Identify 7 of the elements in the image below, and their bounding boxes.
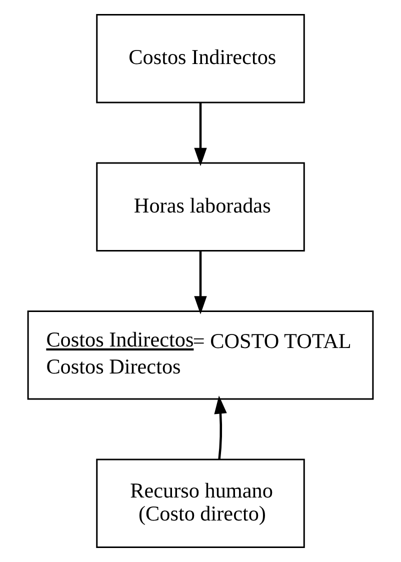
node-box: Recurso humano (Costo directo) [96,458,305,548]
arrow [194,102,207,166]
node-box: Horas laboradas [96,162,305,252]
arrow [194,250,207,314]
node-box: Costos Indirectos [96,14,305,104]
node-box: Costos Indirectos= COSTO TOTAL Costos Directos [27,310,374,400]
arrow [214,396,227,460]
